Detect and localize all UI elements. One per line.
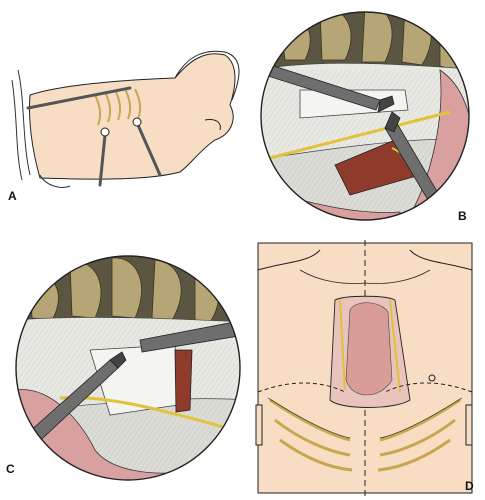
panel-a xyxy=(11,50,240,188)
chest-tube xyxy=(257,382,473,393)
thoracoscope-instrument xyxy=(26,86,162,187)
grasper-instrument-b xyxy=(261,59,446,211)
panel-label-c: C xyxy=(6,462,15,476)
ribs-a xyxy=(94,88,142,126)
panel-c xyxy=(15,255,241,481)
panel-d xyxy=(255,240,473,498)
panel-label-d: D xyxy=(465,479,474,493)
muscle-flap-c xyxy=(174,349,193,413)
patient-arm xyxy=(174,50,240,101)
patient-torso xyxy=(29,53,236,180)
panel-label-a: A xyxy=(8,189,17,203)
panel-label-b: B xyxy=(458,209,467,223)
ribcage xyxy=(269,398,461,472)
nerve-b xyxy=(261,110,451,162)
panel-b xyxy=(260,11,470,221)
grasper-instrument-c xyxy=(19,319,240,451)
drape xyxy=(11,69,71,188)
